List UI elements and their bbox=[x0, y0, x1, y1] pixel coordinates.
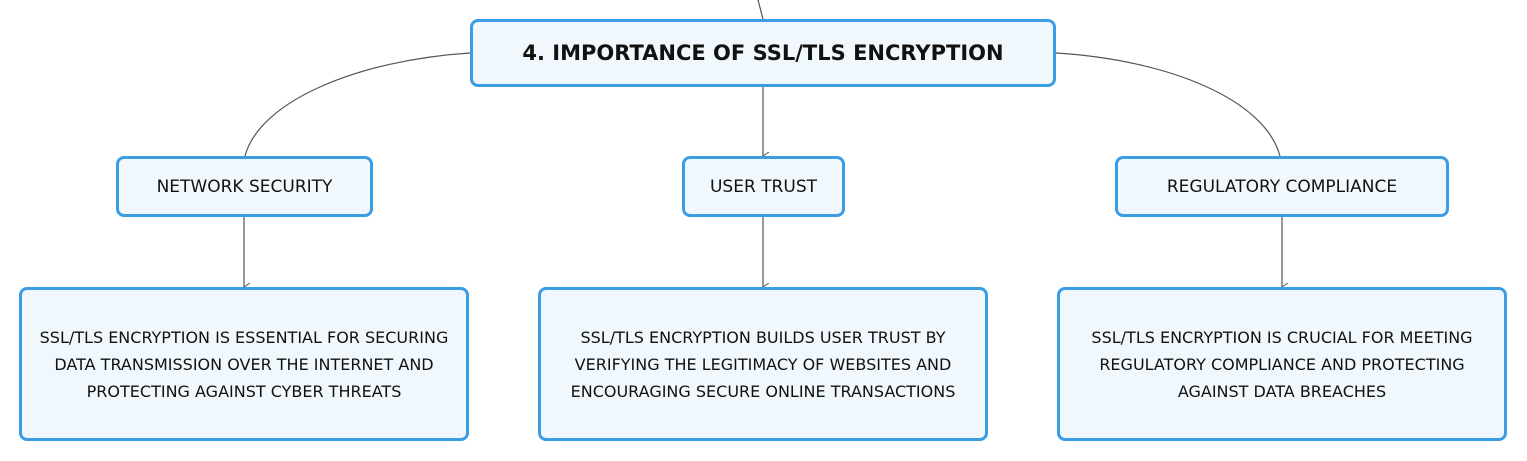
detail-node-regulatory-compliance[interactable]: SSL/TLS ENCRYPTION IS CRUCIAL FOR MEETIN… bbox=[1057, 287, 1507, 441]
root-topic-label: 4. IMPORTANCE OF SSL/TLS ENCRYPTION bbox=[522, 41, 1004, 65]
detail-text-network-security: SSL/TLS ENCRYPTION IS ESSENTIAL FOR SECU… bbox=[39, 327, 449, 401]
branch-label-user-trust: USER TRUST bbox=[709, 176, 817, 197]
branch-node-user-trust[interactable]: USER TRUST bbox=[682, 156, 845, 217]
connector-root-to-network-security bbox=[244, 52, 471, 157]
detail-text-user-trust: SSL/TLS ENCRYPTION BUILDS USER TRUST BY … bbox=[570, 327, 956, 401]
branch-node-regulatory-compliance[interactable]: REGULATORY COMPLIANCE bbox=[1115, 156, 1449, 217]
detail-node-user-trust[interactable]: SSL/TLS ENCRYPTION BUILDS USER TRUST BY … bbox=[538, 287, 988, 441]
root-topic-node[interactable]: 4. IMPORTANCE OF SSL/TLS ENCRYPTION bbox=[470, 19, 1056, 87]
detail-text-regulatory-compliance: SSL/TLS ENCRYPTION IS CRUCIAL FOR MEETIN… bbox=[1091, 327, 1473, 401]
connector-root-to-regulatory-compliance bbox=[1055, 52, 1281, 157]
branch-label-regulatory-compliance: REGULATORY COMPLIANCE bbox=[1166, 176, 1398, 197]
branch-label-network-security: NETWORK SECURITY bbox=[156, 176, 333, 197]
connector-incoming bbox=[757, 0, 764, 20]
branch-node-network-security[interactable]: NETWORK SECURITY bbox=[116, 156, 373, 217]
detail-node-network-security[interactable]: SSL/TLS ENCRYPTION IS ESSENTIAL FOR SECU… bbox=[19, 287, 469, 441]
